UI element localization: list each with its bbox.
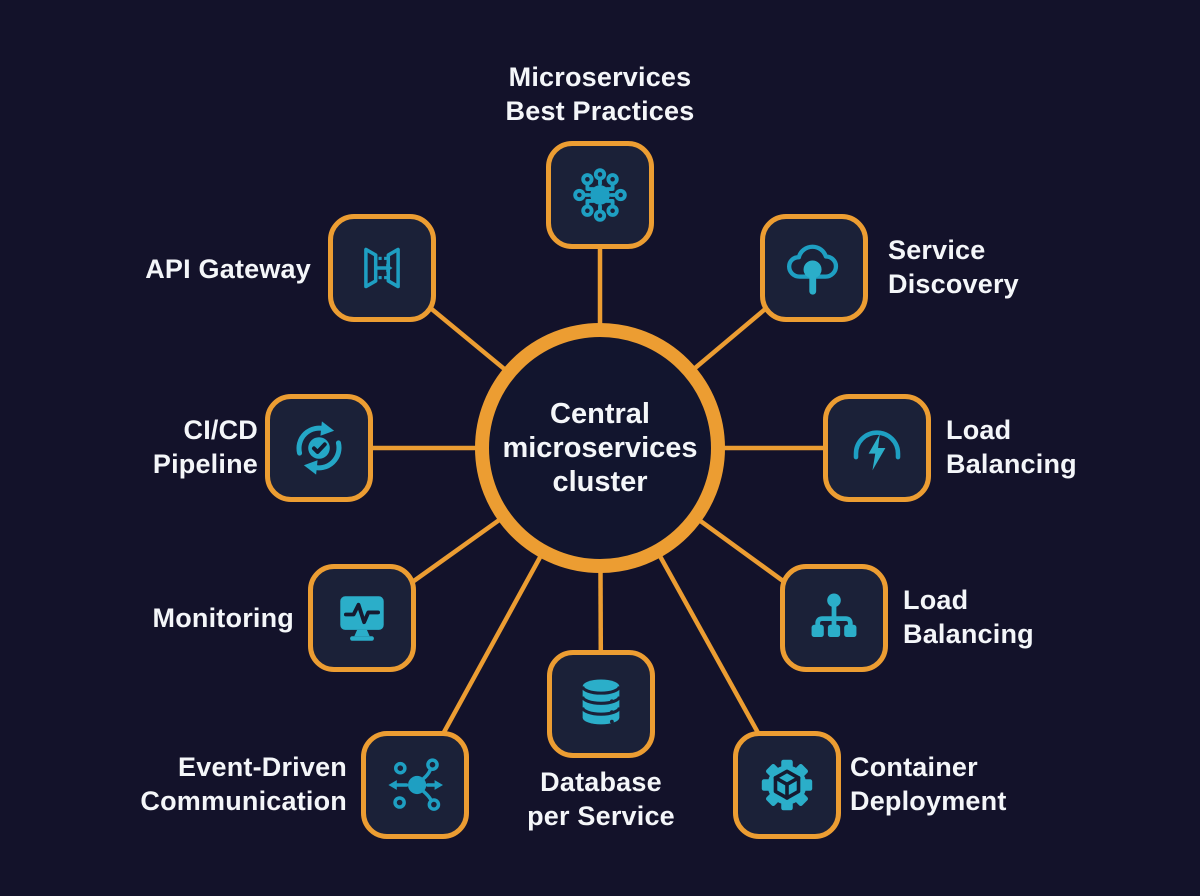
label-line: Event-Driven	[178, 752, 347, 782]
label-service-discovery: Service Discovery	[888, 233, 1019, 301]
label-load-balancing-gauge: Load Balancing	[946, 413, 1077, 481]
label-microservices-best-practices: Microservices Best Practices	[400, 60, 800, 128]
label-line: Microservices	[508, 62, 692, 92]
label-line: Discovery	[888, 269, 1019, 299]
label-container-deployment: Container Deployment	[850, 750, 1007, 818]
label-line: Communication	[140, 786, 347, 816]
label-line: Monitoring	[152, 603, 294, 633]
label-line: Load	[903, 585, 969, 615]
node-container-deployment	[733, 731, 841, 839]
label-line: Best Practices	[505, 96, 695, 126]
label-line: Deployment	[850, 786, 1007, 816]
node-load-balancing-gauge	[823, 394, 931, 502]
node-database-per-service	[547, 650, 655, 758]
monitor-pulse-icon	[340, 596, 384, 641]
api-gateway-icon	[364, 247, 400, 289]
label-event-driven-communication: Event-Driven Communication	[95, 750, 347, 818]
cloud-search-icon	[787, 244, 839, 295]
central-hub-circle	[475, 323, 725, 573]
node-cicd-pipeline	[265, 394, 373, 502]
gear-cube-icon	[761, 759, 813, 811]
label-load-balancing-tree: Load Balancing	[903, 583, 1034, 651]
event-scatter-icon	[388, 758, 443, 811]
node-microservices-best-practices	[546, 141, 654, 249]
node-service-discovery	[760, 214, 868, 322]
label-line: per Service	[527, 801, 675, 831]
label-line: Container	[850, 752, 978, 782]
label-line: Database	[540, 767, 662, 797]
node-load-balancing-tree	[780, 564, 888, 672]
microservices-hub-icon	[573, 168, 627, 222]
node-monitoring	[308, 564, 416, 672]
label-line: CI/CD	[183, 415, 258, 445]
database-icon	[581, 679, 621, 725]
cicd-cycle-icon	[296, 421, 342, 475]
label-line: API Gateway	[145, 254, 311, 284]
central-hub-label: Central microservices cluster	[470, 397, 730, 499]
label-api-gateway: API Gateway	[90, 252, 311, 286]
label-database-per-service: Database per Service	[450, 765, 752, 833]
label-monitoring: Monitoring	[92, 601, 294, 635]
hub-line-1: Central	[550, 398, 650, 430]
hub-line-2: microservices	[502, 432, 698, 464]
label-cicd-pipeline: CI/CD Pipeline	[107, 413, 258, 481]
gauge-lightning-icon	[853, 430, 901, 471]
label-line: Load	[946, 415, 1012, 445]
label-line: Balancing	[903, 619, 1034, 649]
node-event-driven-communication	[361, 731, 469, 839]
hub-line-3: cluster	[552, 466, 648, 498]
hierarchy-icon	[811, 593, 857, 638]
label-line: Pipeline	[152, 449, 258, 479]
label-line: Service	[888, 235, 986, 265]
label-line: Balancing	[946, 449, 1077, 479]
node-api-gateway	[328, 214, 436, 322]
